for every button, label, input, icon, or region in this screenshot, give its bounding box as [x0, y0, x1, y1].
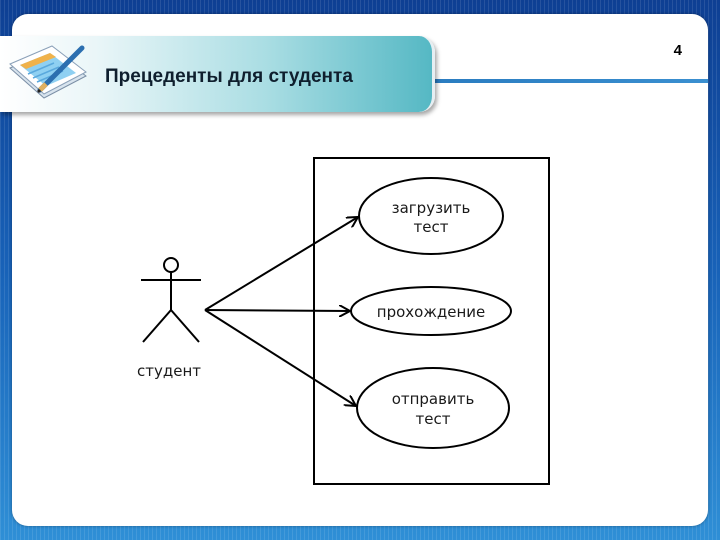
- actor-figure: [141, 257, 201, 343]
- system-boundary: [313, 157, 550, 485]
- use-case-submit-test: отправить тест: [356, 367, 510, 449]
- slide-title: Прецеденты для студента: [105, 66, 353, 87]
- use-case-passing: прохождение: [350, 286, 512, 336]
- slide-number: 4: [673, 42, 682, 59]
- use-case-upload-test-line-1: загрузить: [392, 199, 471, 217]
- use-case-passing-label: прохождение: [377, 303, 485, 321]
- use-case-upload-test-line-2: тест: [414, 218, 449, 236]
- use-case-submit-test-line-1: отправить: [392, 390, 475, 408]
- notepad-pen-icon: [9, 45, 87, 99]
- title-rule: [432, 79, 708, 83]
- association-arrows: [204, 217, 358, 406]
- use-case-upload-test: загрузить тест: [358, 177, 504, 255]
- use-case-submit-test-line-2: тест: [416, 410, 451, 428]
- actor-label: студент: [137, 362, 201, 380]
